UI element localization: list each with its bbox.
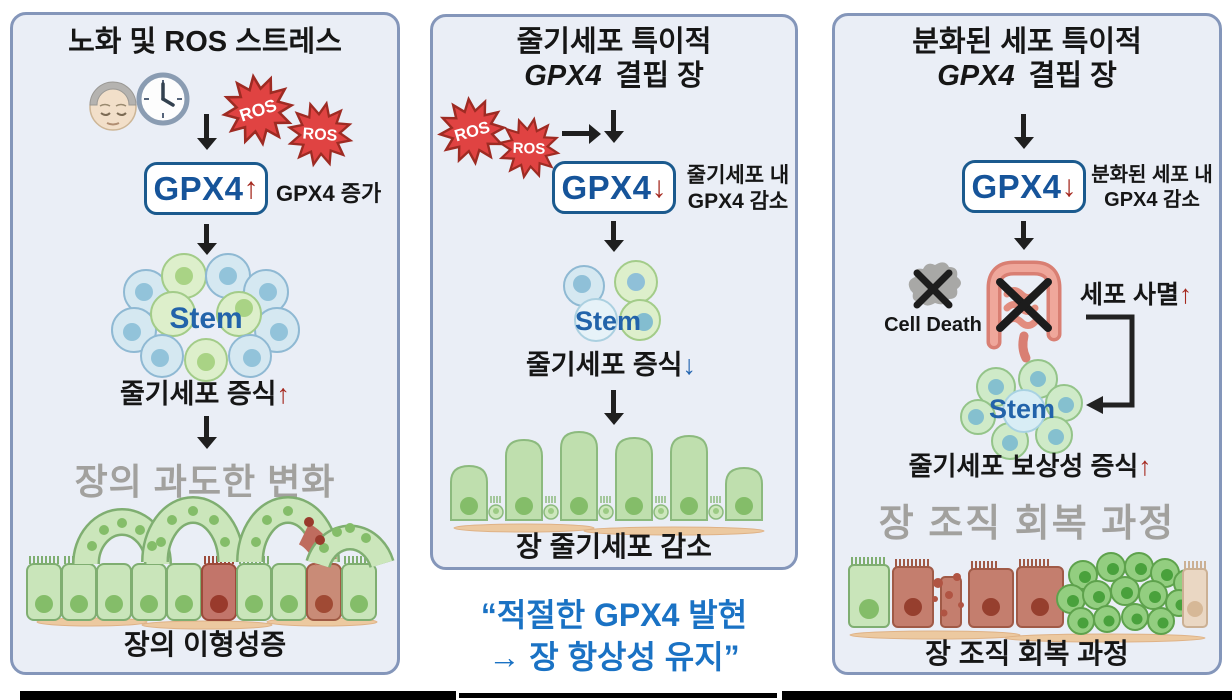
title-rest: 결핍 장 — [615, 60, 704, 92]
panel1-overlay-text: 장의 과도한 변화 — [74, 461, 336, 502]
gpx4-note-line1: 줄기세포 내 — [686, 164, 790, 187]
proliferation-text: 줄기세포 증식 — [119, 379, 277, 409]
up-arrow-icon: ↑ — [1138, 451, 1152, 481]
gene-name: GPX4 — [524, 60, 602, 92]
down-arrow-icon: ↓ — [651, 170, 667, 204]
gpx4-box: GPX4↑ — [144, 162, 268, 215]
arrow-down — [1021, 114, 1026, 138]
ros-label: ROS — [512, 140, 545, 158]
arrow-down — [204, 224, 209, 244]
panel2-caption: 장 줄기세포 감소 — [516, 531, 712, 562]
ros-icon: ROS — [435, 94, 509, 168]
down-arrow-icon: ↓ — [1061, 169, 1077, 203]
panel3-apoptosis: 세포 사멸↑ — [1080, 279, 1220, 309]
intestine-dysplasia-illustration — [26, 496, 395, 630]
up-arrow-icon: ↑ — [276, 379, 291, 409]
quote-line1: “적절한 GPX4 발현 — [480, 597, 748, 633]
gpx4-note: GPX4 증가 — [276, 181, 382, 206]
intestine-villi-illustration — [450, 430, 765, 536]
arrow-down — [611, 390, 616, 414]
ros-icon: ROS — [218, 70, 298, 150]
cell-death-label: Cell Death — [884, 314, 982, 336]
up-arrow-icon: ↑ — [243, 171, 259, 205]
panel3-compensatory: 줄기세포 보상성 증식↑ — [855, 451, 1205, 481]
down-arrow-icon: ↓ — [682, 350, 697, 380]
panel3-caption: 장 조직 회복 과정 — [925, 638, 1129, 669]
arrow-down — [611, 221, 616, 241]
compensatory-text: 줄기세포 보상성 증식 — [908, 451, 1139, 481]
proliferation-text: 줄기세포 증식 — [525, 350, 683, 380]
arrow-right — [562, 131, 590, 136]
ros-label: ROS — [302, 124, 338, 144]
gpx4-label: GPX4 — [153, 169, 244, 207]
title-rest: 결핍 장 — [1028, 60, 1117, 92]
bottom-bar-middle — [459, 693, 777, 698]
panel2-title-line1: 줄기세포 특이적 — [516, 26, 712, 58]
tissue-recovery-illustration — [848, 552, 1208, 643]
panel1-proliferation: 줄기세포 증식↑ — [50, 379, 360, 409]
gpx4-label: GPX4 — [971, 167, 1062, 205]
elderly-clock-icon — [89, 72, 190, 131]
stem-cell-cluster — [563, 260, 661, 342]
panel2-title-line2: GPX4 결핍 장 — [436, 60, 792, 92]
gpx4-label: GPX4 — [561, 168, 652, 206]
up-arrow-icon: ↑ — [1178, 279, 1192, 309]
panel3-title-line2: GPX4 결핍 장 — [838, 60, 1216, 92]
stem-label: Stem — [988, 394, 1056, 424]
gpx4-note: 분화된 세포 내 GPX4 감소 — [1088, 163, 1216, 213]
cell-death-icon — [908, 262, 961, 309]
stem-cell-cluster — [111, 253, 300, 382]
bottom-bar-left — [20, 691, 456, 700]
gpx4-note-line2: GPX4 감소 — [1104, 189, 1200, 211]
apoptosis-text: 세포 사멸 — [1080, 281, 1179, 309]
gene-name: GPX4 — [937, 60, 1015, 92]
arrow-down — [611, 110, 616, 132]
bottom-bar-right — [782, 691, 1232, 700]
gpx4-note: 줄기세포 내 GPX4 감소 — [682, 163, 794, 215]
panel2-proliferation: 줄기세포 증식↓ — [455, 350, 767, 380]
gpx4-box: GPX4↓ — [962, 160, 1086, 213]
panel3-overlay-text: 장 조직 회복 과정 — [878, 503, 1176, 545]
gpx4-note-line2: GPX4 감소 — [687, 190, 789, 213]
ros-icon: ROS — [494, 113, 564, 183]
elbow-arrow — [1086, 314, 1135, 414]
stem-label: Stem — [169, 302, 243, 335]
ros-icon: ROS — [281, 95, 359, 173]
stem-cell-cluster — [960, 359, 1083, 460]
panel3-title-line1: 분화된 세포 특이적 — [912, 26, 1142, 58]
arrow-down — [204, 114, 209, 139]
intestine-icon — [986, 260, 1062, 363]
stem-label: Stem — [574, 306, 642, 336]
panel1-title: 노화 및 ROS 스트레스 — [68, 26, 342, 58]
arrow-down — [204, 416, 209, 438]
panel1-caption: 장의 이형성증 — [123, 629, 287, 660]
arrow-down — [1021, 221, 1026, 239]
gpx4-box: GPX4↓ — [552, 161, 676, 214]
quote-line2: → 장 항상성 유지” — [488, 639, 740, 675]
gpx4-note-line1: 분화된 세포 내 — [1091, 164, 1213, 186]
